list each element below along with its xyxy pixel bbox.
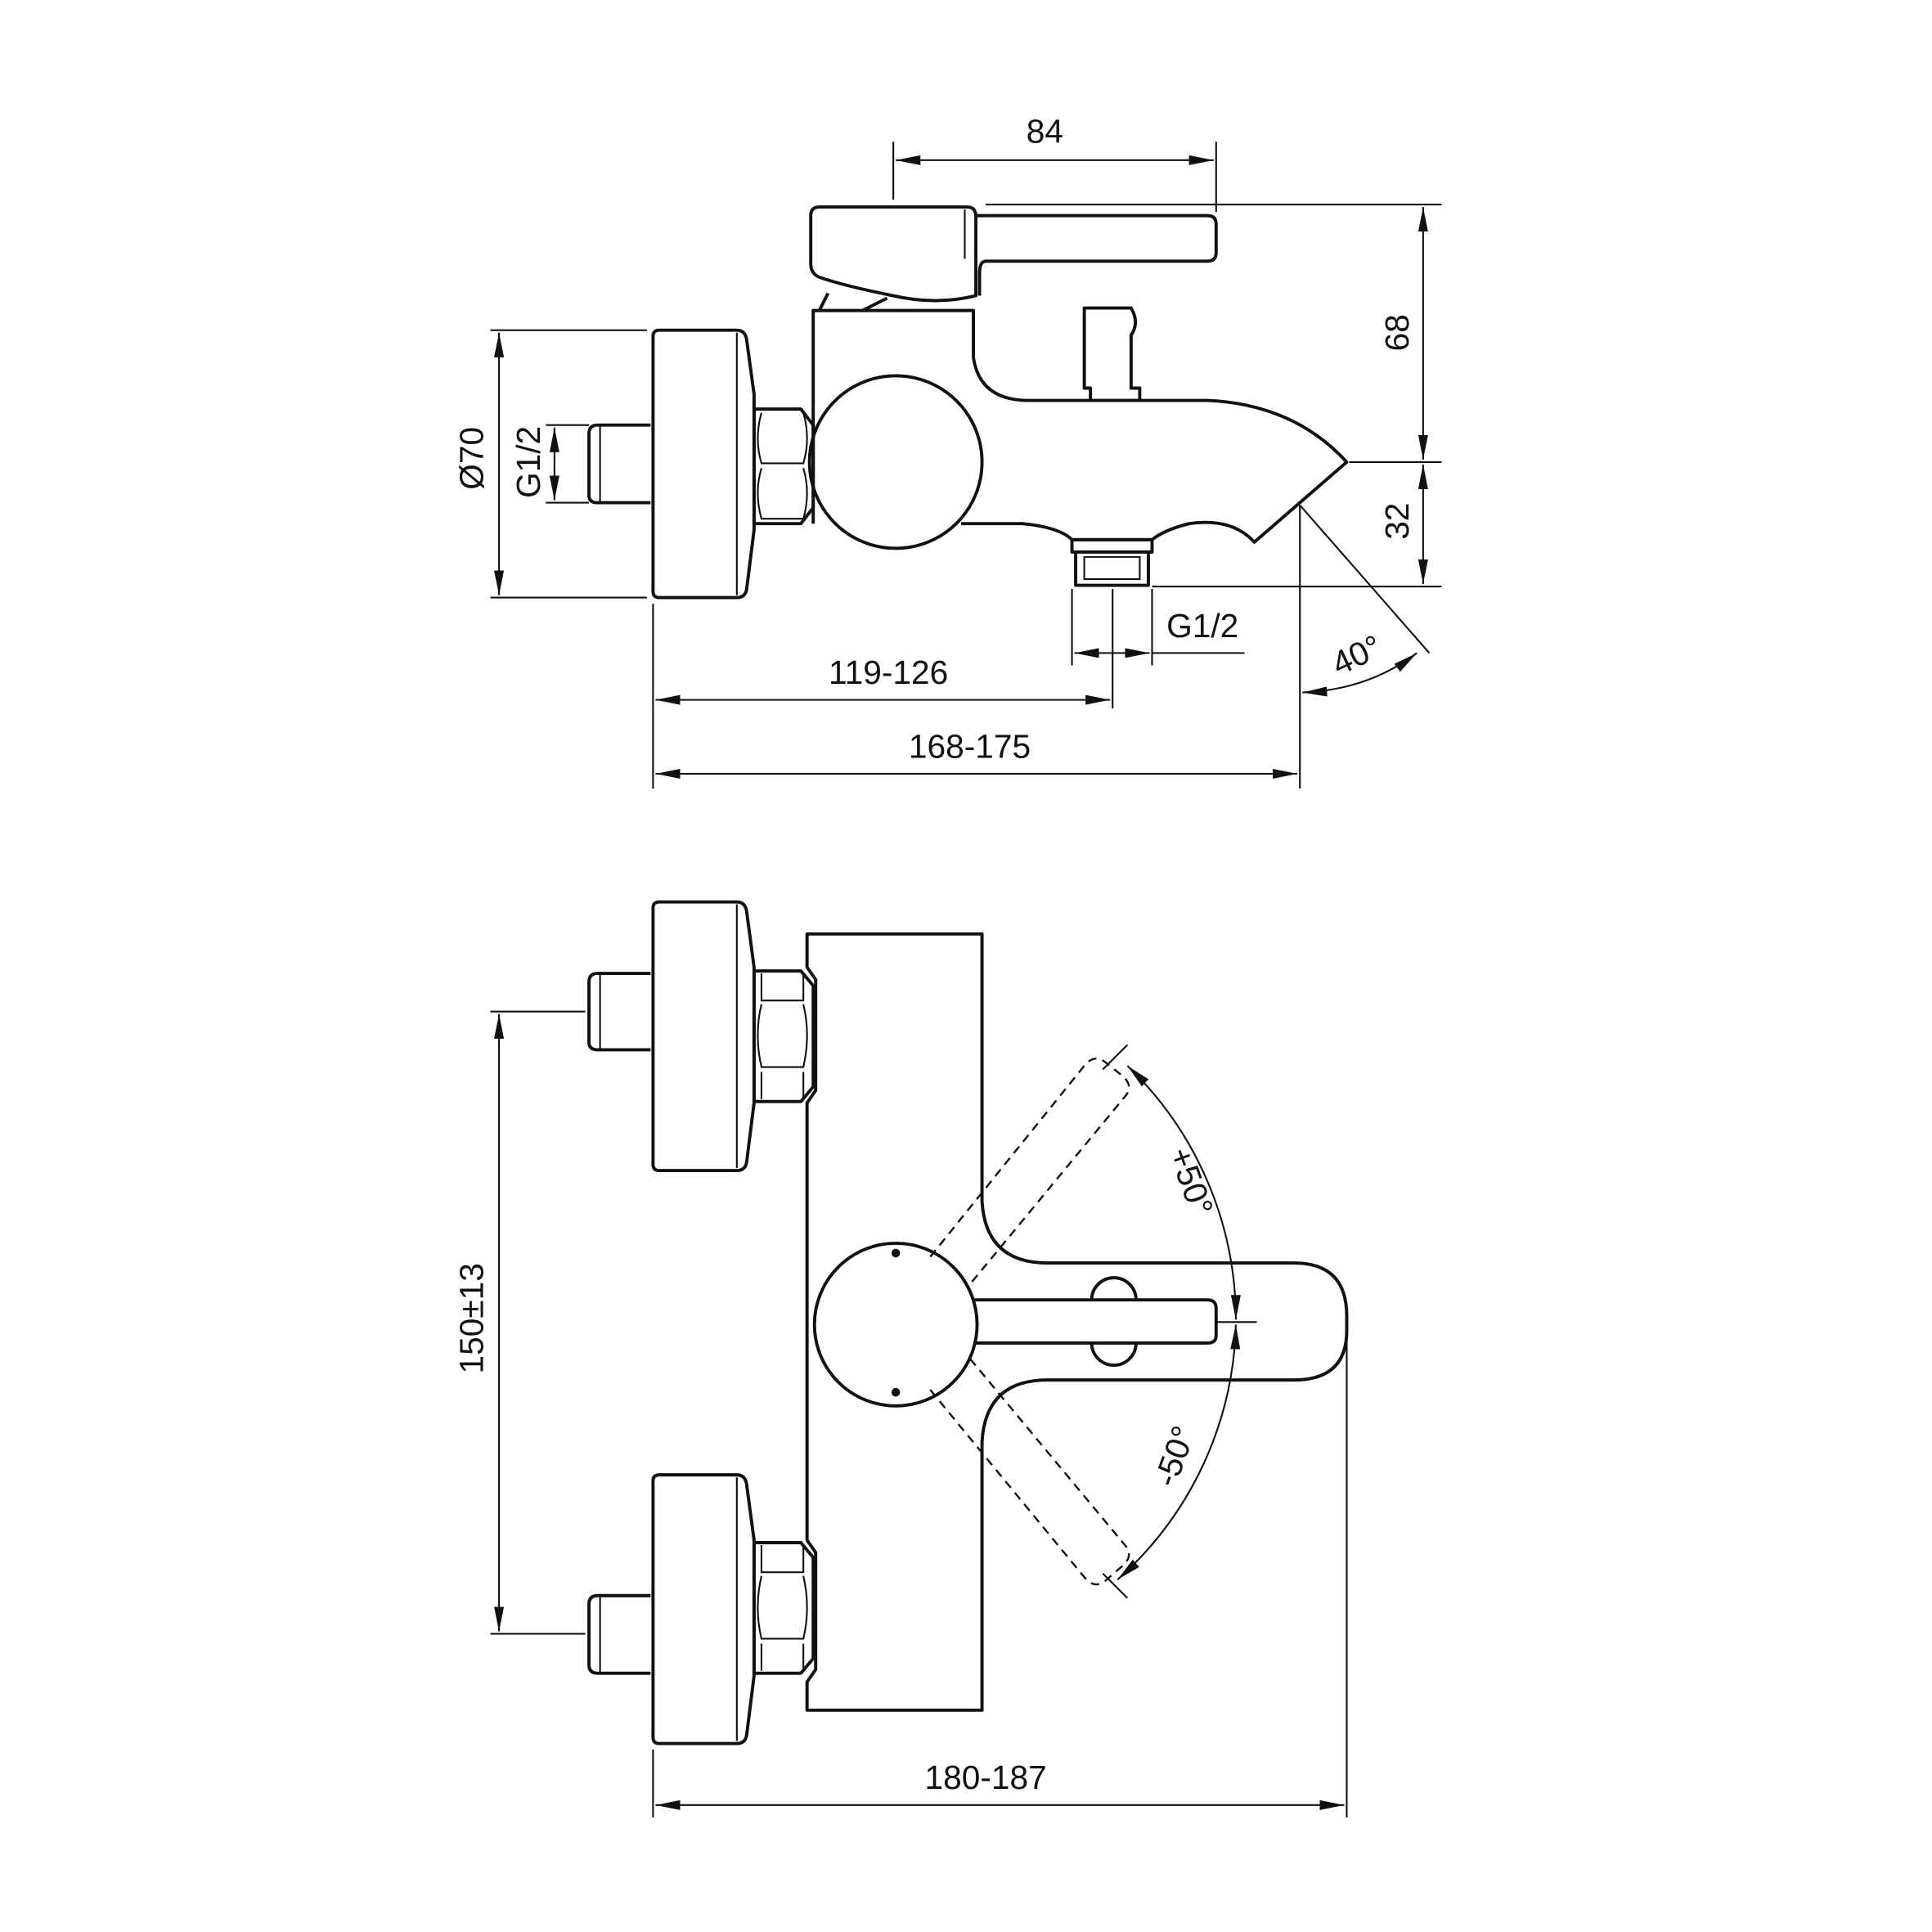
dim-label: 40° [1326, 627, 1387, 683]
dim-label: 68 [1378, 314, 1416, 351]
lever-position-minus50 [929, 1355, 1130, 1586]
dim-handle-length: 84 [892, 113, 1217, 213]
dim-label: Ø70 [453, 427, 491, 490]
wall-flange-upper [651, 900, 756, 1173]
dim-label: 180-187 [924, 1759, 1046, 1796]
dim-label: G1/2 [510, 426, 547, 498]
hex-nut-lower [752, 1541, 815, 1675]
lever-handle [809, 205, 1218, 312]
inlet-thread-stub [587, 423, 651, 505]
inlet-stub-upper [587, 972, 651, 1052]
hex-nut-upper [752, 969, 815, 1103]
lever-position-plus50 [929, 1057, 1130, 1288]
mixer-body-top [805, 932, 1349, 1712]
top-view: +50° -50° 150±13 180-187 [453, 900, 1349, 1817]
outlet-nut [1070, 537, 1154, 587]
dim-label: G1/2 [1166, 607, 1238, 645]
inlet-stub-lower [587, 1593, 651, 1675]
lever-handle-top [973, 1276, 1218, 1368]
dim-label: 84 [1027, 113, 1063, 151]
mixer-body [807, 308, 1349, 550]
dim-label: 150±13 [453, 1263, 491, 1373]
dim-heights: 68 32 [986, 204, 1442, 588]
dim-rotation: +50° -50° [1102, 1044, 1257, 1599]
cartridge-cap [812, 1241, 979, 1408]
dim-flange: Ø70 G1/2 [453, 329, 647, 599]
dim-label: 32 [1378, 503, 1416, 540]
dim-projections: 119-126 168-175 [652, 505, 1301, 789]
dim-total-depth: 180-187 [652, 1337, 1348, 1817]
diverter-knob [1082, 306, 1142, 402]
hex-nut [752, 407, 815, 526]
wall-flange [651, 328, 756, 600]
dim-outlet-thread: G1/2 [1071, 589, 1245, 709]
dim-label: 119-126 [829, 654, 948, 691]
wall-flange-lower [651, 1473, 756, 1746]
dim-label: 168-175 [909, 727, 1031, 765]
dim-centres: 150±13 [453, 1010, 586, 1635]
side-view: 84 68 32 Ø70 G1/2 [453, 113, 1442, 789]
dim-label: +50° [1161, 1142, 1220, 1220]
